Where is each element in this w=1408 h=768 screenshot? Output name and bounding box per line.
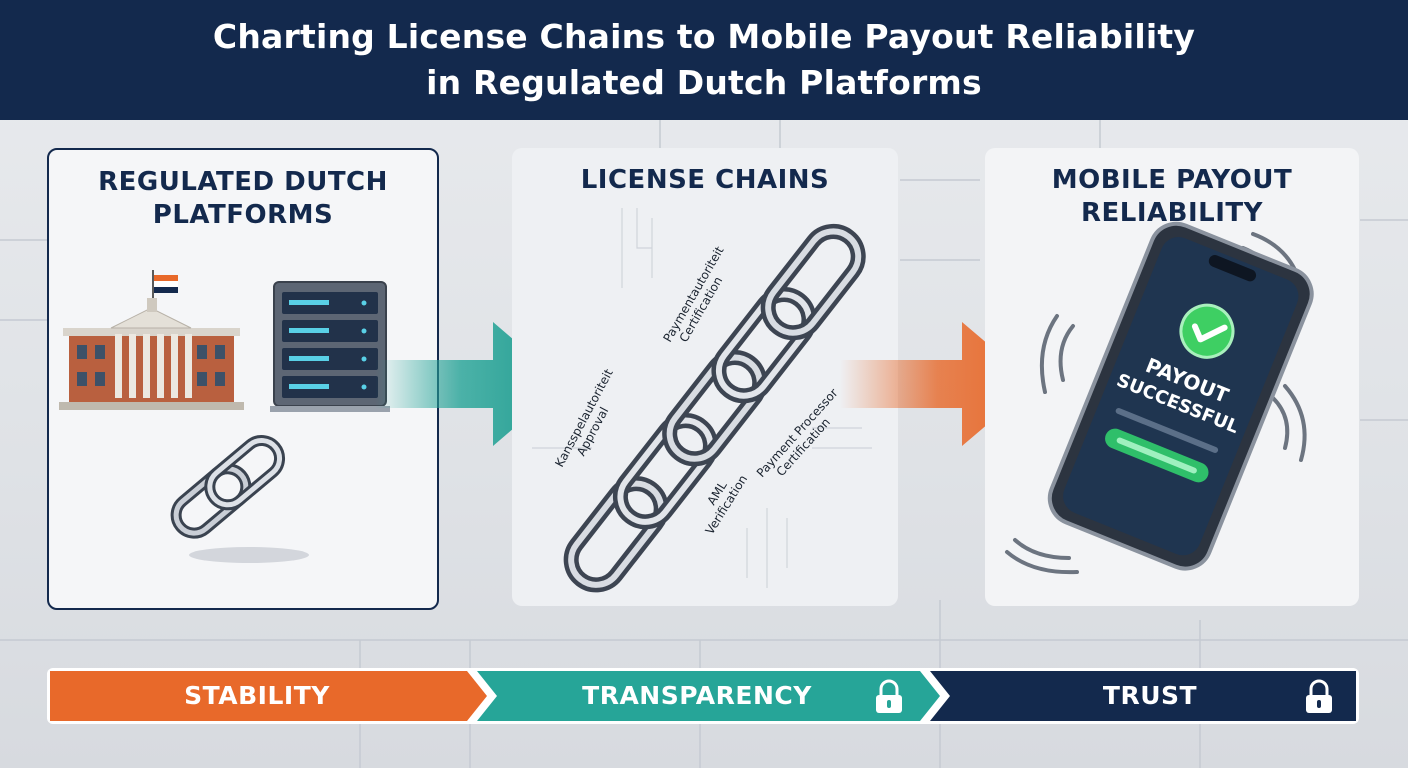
segment-trust [930, 671, 1356, 721]
chain-link-icon [170, 435, 309, 563]
label-transparency: TRANSPARENCY [582, 681, 812, 710]
smartphone-icon: PAYOUT SUCCESSFUL [1047, 221, 1314, 571]
label-paymentautoriteit: Paymentautoriteit Certification [660, 244, 726, 345]
panel3-illustration: PAYOUT SUCCESSFUL [1005, 221, 1314, 575]
page-title-line1: Charting License Chains to Mobile Payout… [212, 17, 1196, 56]
panel1-illustration [59, 270, 390, 563]
bottom-value-bar: STABILITY TRANSPARENCY TRUST [47, 668, 1359, 724]
panel-title-line1: MOBILE PAYOUT [1051, 165, 1293, 195]
label-kansspelautoriteit: Kansspelautoriteit Approval [552, 366, 616, 469]
lock-icon [1306, 679, 1332, 713]
label-stability: STABILITY [184, 681, 330, 710]
panel-mobile-payout-reliability: MOBILE PAYOUT RELIABILITY PAYOUT SUCCESS… [985, 148, 1359, 606]
chain-link-icon [563, 223, 866, 593]
segment-stability [50, 671, 487, 721]
server-rack-icon [270, 281, 390, 412]
panel-title-line1: LICENSE CHAINS [580, 165, 830, 195]
segment-transparency [477, 671, 940, 721]
panel-regulated-dutch-platforms: REGULATED DUTCH PLATFORMS [47, 148, 439, 610]
panel-license-chains: LICENSE CHAINS Paymentautoriteit [512, 148, 898, 606]
panel-title: LICENSE CHAINS [512, 164, 898, 197]
dutch-flag-icon [152, 270, 178, 298]
panel-title-line1: REGULATED DUTCH [98, 167, 388, 197]
bottom-bar-shapes [47, 668, 1359, 724]
svg-text:Payment Processor: Payment Processor [754, 386, 841, 480]
panel-title: REGULATED DUTCH PLATFORMS [49, 166, 437, 232]
building-icon [59, 298, 244, 410]
panel2-illustration: Paymentautoriteit Certification Kansspel… [532, 208, 872, 593]
lock-icon [876, 679, 902, 713]
panel-title: MOBILE PAYOUT RELIABILITY [985, 164, 1359, 230]
panel-title-line2: PLATFORMS [152, 200, 334, 230]
check-icon [1179, 303, 1235, 359]
header-banner: Charting License Chains to Mobile Payout… [0, 0, 1408, 120]
label-payment-processor: Payment Processor Certification [754, 386, 841, 480]
page-title-line2: in Regulated Dutch Platforms [426, 63, 982, 102]
label-trust: TRUST [1102, 681, 1198, 710]
svg-text:Verification: Verification [703, 472, 751, 537]
